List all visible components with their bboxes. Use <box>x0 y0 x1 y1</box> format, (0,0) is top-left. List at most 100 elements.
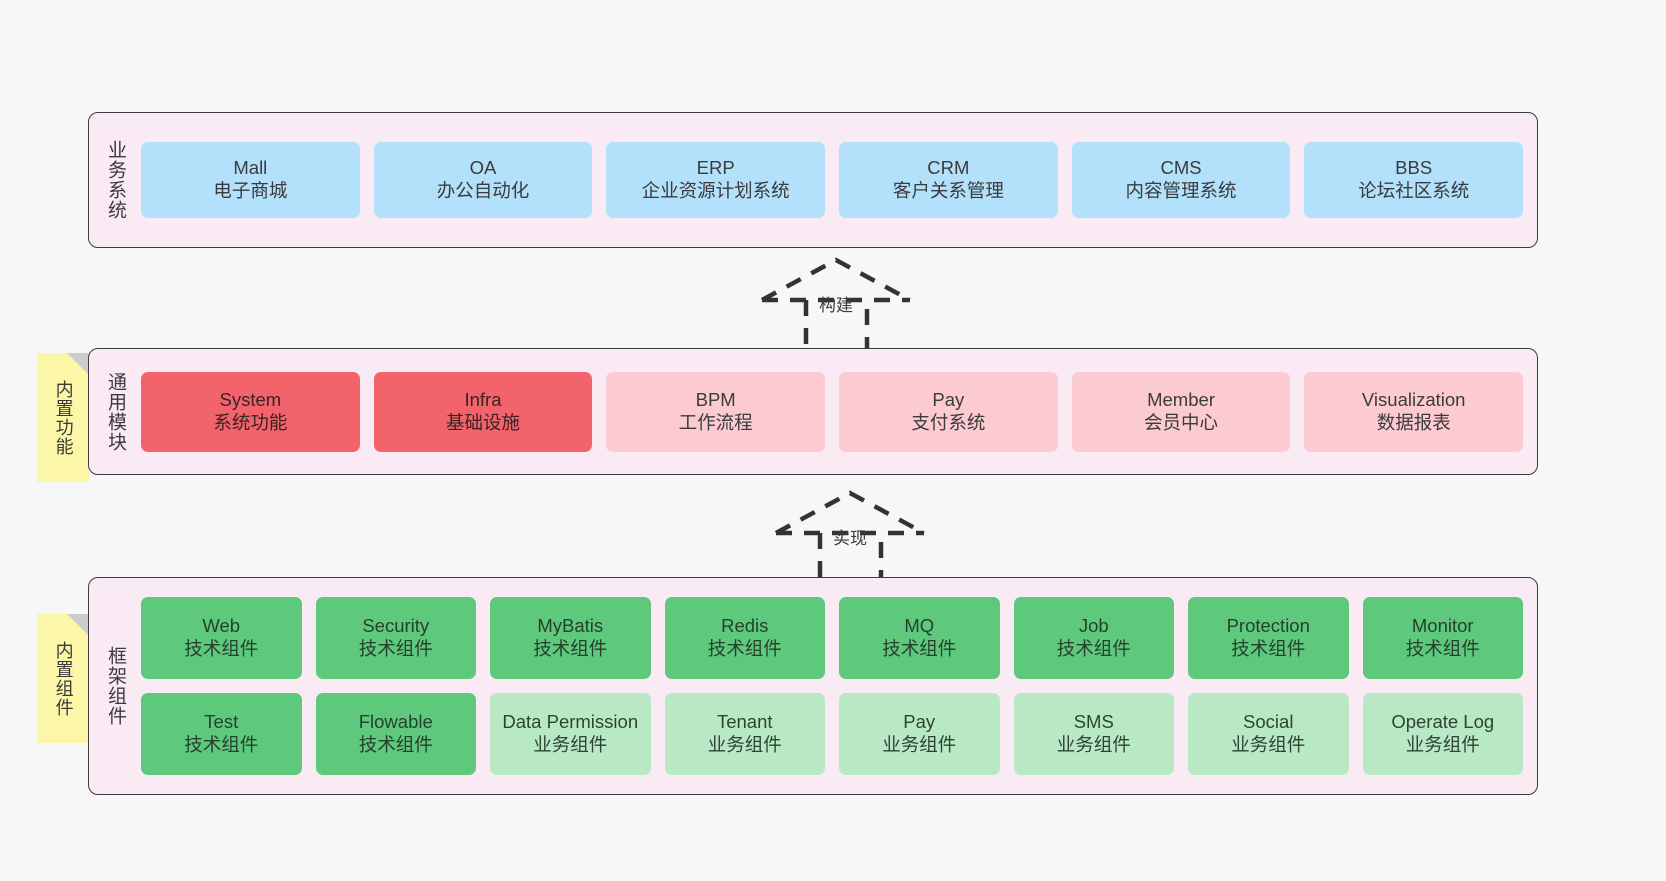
card-title: Pay <box>903 711 936 733</box>
card-data-permission[interactable]: Data Permission 业务组件 <box>490 693 651 775</box>
card-bpm[interactable]: BPM 工作流程 <box>606 371 826 452</box>
card-cms[interactable]: CMS 内容管理系统 <box>1071 142 1291 218</box>
card-title: Protection <box>1226 615 1310 637</box>
card-subtitle: 技术组件 <box>184 734 259 755</box>
card-security[interactable]: Security 技术组件 <box>315 597 476 679</box>
card-row: Test 技术组件 Flowable 技术组件 Data Permission … <box>141 693 1523 775</box>
card-title: Web <box>202 615 241 637</box>
card-subtitle: 技术组件 <box>882 638 957 659</box>
card-subtitle: 系统功能 <box>213 411 288 433</box>
card-subtitle: 数据报表 <box>1376 411 1451 433</box>
card-member[interactable]: Member 会员中心 <box>1071 371 1291 452</box>
layer-business-system[interactable]: 业务系统 Mall 电子商城 OA 办公自动化 ERP 企业资源计划系统 CRM… <box>88 112 1538 248</box>
card-subtitle: 技术组件 <box>1056 638 1131 659</box>
card-subtitle: 技术组件 <box>533 638 608 659</box>
card-social[interactable]: Social 业务组件 <box>1188 693 1349 775</box>
card-title: MyBatis <box>537 615 604 637</box>
note-fold-corner-icon <box>67 353 89 375</box>
card-subtitle: 业务组件 <box>707 734 782 755</box>
card-operate-log[interactable]: Operate Log 业务组件 <box>1362 693 1523 775</box>
layer-title-framework-components: 框架组件 <box>105 646 127 726</box>
card-subtitle: 企业资源计划系统 <box>641 180 790 201</box>
card-subtitle: 技术组件 <box>707 638 782 659</box>
card-title: Visualization <box>1361 388 1466 410</box>
card-title: SMS <box>1073 711 1114 733</box>
card-oa[interactable]: OA 办公自动化 <box>373 142 593 218</box>
card-title: OA <box>469 157 497 179</box>
card-subtitle: 内容管理系统 <box>1125 180 1237 201</box>
card-erp[interactable]: ERP 企业资源计划系统 <box>606 142 826 218</box>
card-subtitle: 业务组件 <box>882 734 957 755</box>
card-title: Infra <box>464 388 502 410</box>
layer-framework-components[interactable]: 框架组件 Web 技术组件 Security 技术组件 MyBatis 技术组件… <box>88 577 1538 795</box>
card-subtitle: 技术组件 <box>358 734 433 755</box>
card-test[interactable]: Test 技术组件 <box>141 693 302 775</box>
card-title: BPM <box>695 388 736 410</box>
card-subtitle: 技术组件 <box>184 638 259 659</box>
card-title: Social <box>1243 711 1294 733</box>
card-row: Mall 电子商城 OA 办公自动化 ERP 企业资源计划系统 CRM 客户关系… <box>141 142 1524 218</box>
card-subtitle: 业务组件 <box>1231 734 1306 755</box>
card-infra[interactable]: Infra 基础设施 <box>373 371 593 452</box>
card-system[interactable]: System 系统功能 <box>141 371 360 452</box>
card-subtitle: 技术组件 <box>1405 638 1480 659</box>
card-subtitle: 客户关系管理 <box>892 180 1004 201</box>
card-subtitle: 技术组件 <box>1231 638 1306 659</box>
card-title: Monitor <box>1411 615 1474 637</box>
card-pay-component[interactable]: Pay 业务组件 <box>839 693 1000 775</box>
note-fold-corner-icon <box>67 614 89 636</box>
card-title: MQ <box>904 615 935 637</box>
card-subtitle: 支付系统 <box>911 411 986 433</box>
layer-common-modules[interactable]: 通用模块 System 系统功能 Infra 基础设施 BPM 工作流程 Pay… <box>88 348 1538 475</box>
layer-body-framework-components: Web 技术组件 Security 技术组件 MyBatis 技术组件 Redi… <box>141 578 1537 794</box>
card-job[interactable]: Job 技术组件 <box>1013 597 1174 679</box>
card-title: Operate Log <box>1391 711 1495 733</box>
card-sms[interactable]: SMS 业务组件 <box>1013 693 1174 775</box>
card-title: System <box>219 388 282 410</box>
arrow-build: 构建 <box>746 252 926 360</box>
card-title: Job <box>1078 615 1109 637</box>
card-flowable[interactable]: Flowable 技术组件 <box>315 693 476 775</box>
arrow-implement-icon <box>774 490 926 588</box>
card-bbs[interactable]: BBS 论坛社区系统 <box>1304 142 1524 218</box>
card-subtitle: 工作流程 <box>678 411 753 433</box>
card-subtitle: 技术组件 <box>358 638 433 659</box>
card-redis[interactable]: Redis 技术组件 <box>664 597 825 679</box>
card-title: Mall <box>233 157 268 179</box>
note-label: 内置功能 <box>53 379 74 456</box>
card-protection[interactable]: Protection 技术组件 <box>1188 597 1349 679</box>
card-title: ERP <box>696 157 735 179</box>
card-pay-module[interactable]: Pay 支付系统 <box>839 371 1058 452</box>
card-row: System 系统功能 Infra 基础设施 BPM 工作流程 Pay 支付系统… <box>141 371 1524 452</box>
card-crm[interactable]: CRM 客户关系管理 <box>839 142 1058 218</box>
card-mybatis[interactable]: MyBatis 技术组件 <box>490 597 651 679</box>
card-title: Member <box>1147 388 1215 410</box>
card-mall[interactable]: Mall 电子商城 <box>141 142 360 218</box>
card-row: Web 技术组件 Security 技术组件 MyBatis 技术组件 Redi… <box>141 597 1523 679</box>
arrow-build-label: 构建 <box>819 296 853 315</box>
card-title: CRM <box>927 157 970 179</box>
card-visualization[interactable]: Visualization 数据报表 <box>1304 371 1524 452</box>
card-subtitle: 会员中心 <box>1144 411 1219 433</box>
card-web[interactable]: Web 技术组件 <box>141 597 302 679</box>
card-title: BBS <box>1395 157 1433 179</box>
card-monitor[interactable]: Monitor 技术组件 <box>1362 597 1523 679</box>
layer-body-common-modules: System 系统功能 Infra 基础设施 BPM 工作流程 Pay 支付系统… <box>141 349 1537 474</box>
arrow-implement: 实现 <box>760 485 940 593</box>
layer-body-business-system: Mall 电子商城 OA 办公自动化 ERP 企业资源计划系统 CRM 客户关系… <box>141 113 1537 247</box>
card-subtitle: 业务组件 <box>1056 734 1131 755</box>
arrow-build-icon <box>760 257 912 355</box>
layer-title-business-system: 业务系统 <box>105 140 127 220</box>
note-builtin-features[interactable]: 内置功能 <box>37 353 89 482</box>
card-title: Pay <box>932 388 965 410</box>
card-mq[interactable]: MQ 技术组件 <box>839 597 1000 679</box>
card-tenant[interactable]: Tenant 业务组件 <box>664 693 825 775</box>
note-builtin-components[interactable]: 内置组件 <box>37 614 89 743</box>
card-subtitle: 业务组件 <box>1405 734 1480 755</box>
card-title: CMS <box>1160 157 1202 179</box>
card-subtitle: 电子商城 <box>213 180 288 201</box>
card-subtitle: 论坛社区系统 <box>1358 180 1470 201</box>
card-title: Flowable <box>358 711 433 733</box>
note-label: 内置组件 <box>53 640 74 717</box>
